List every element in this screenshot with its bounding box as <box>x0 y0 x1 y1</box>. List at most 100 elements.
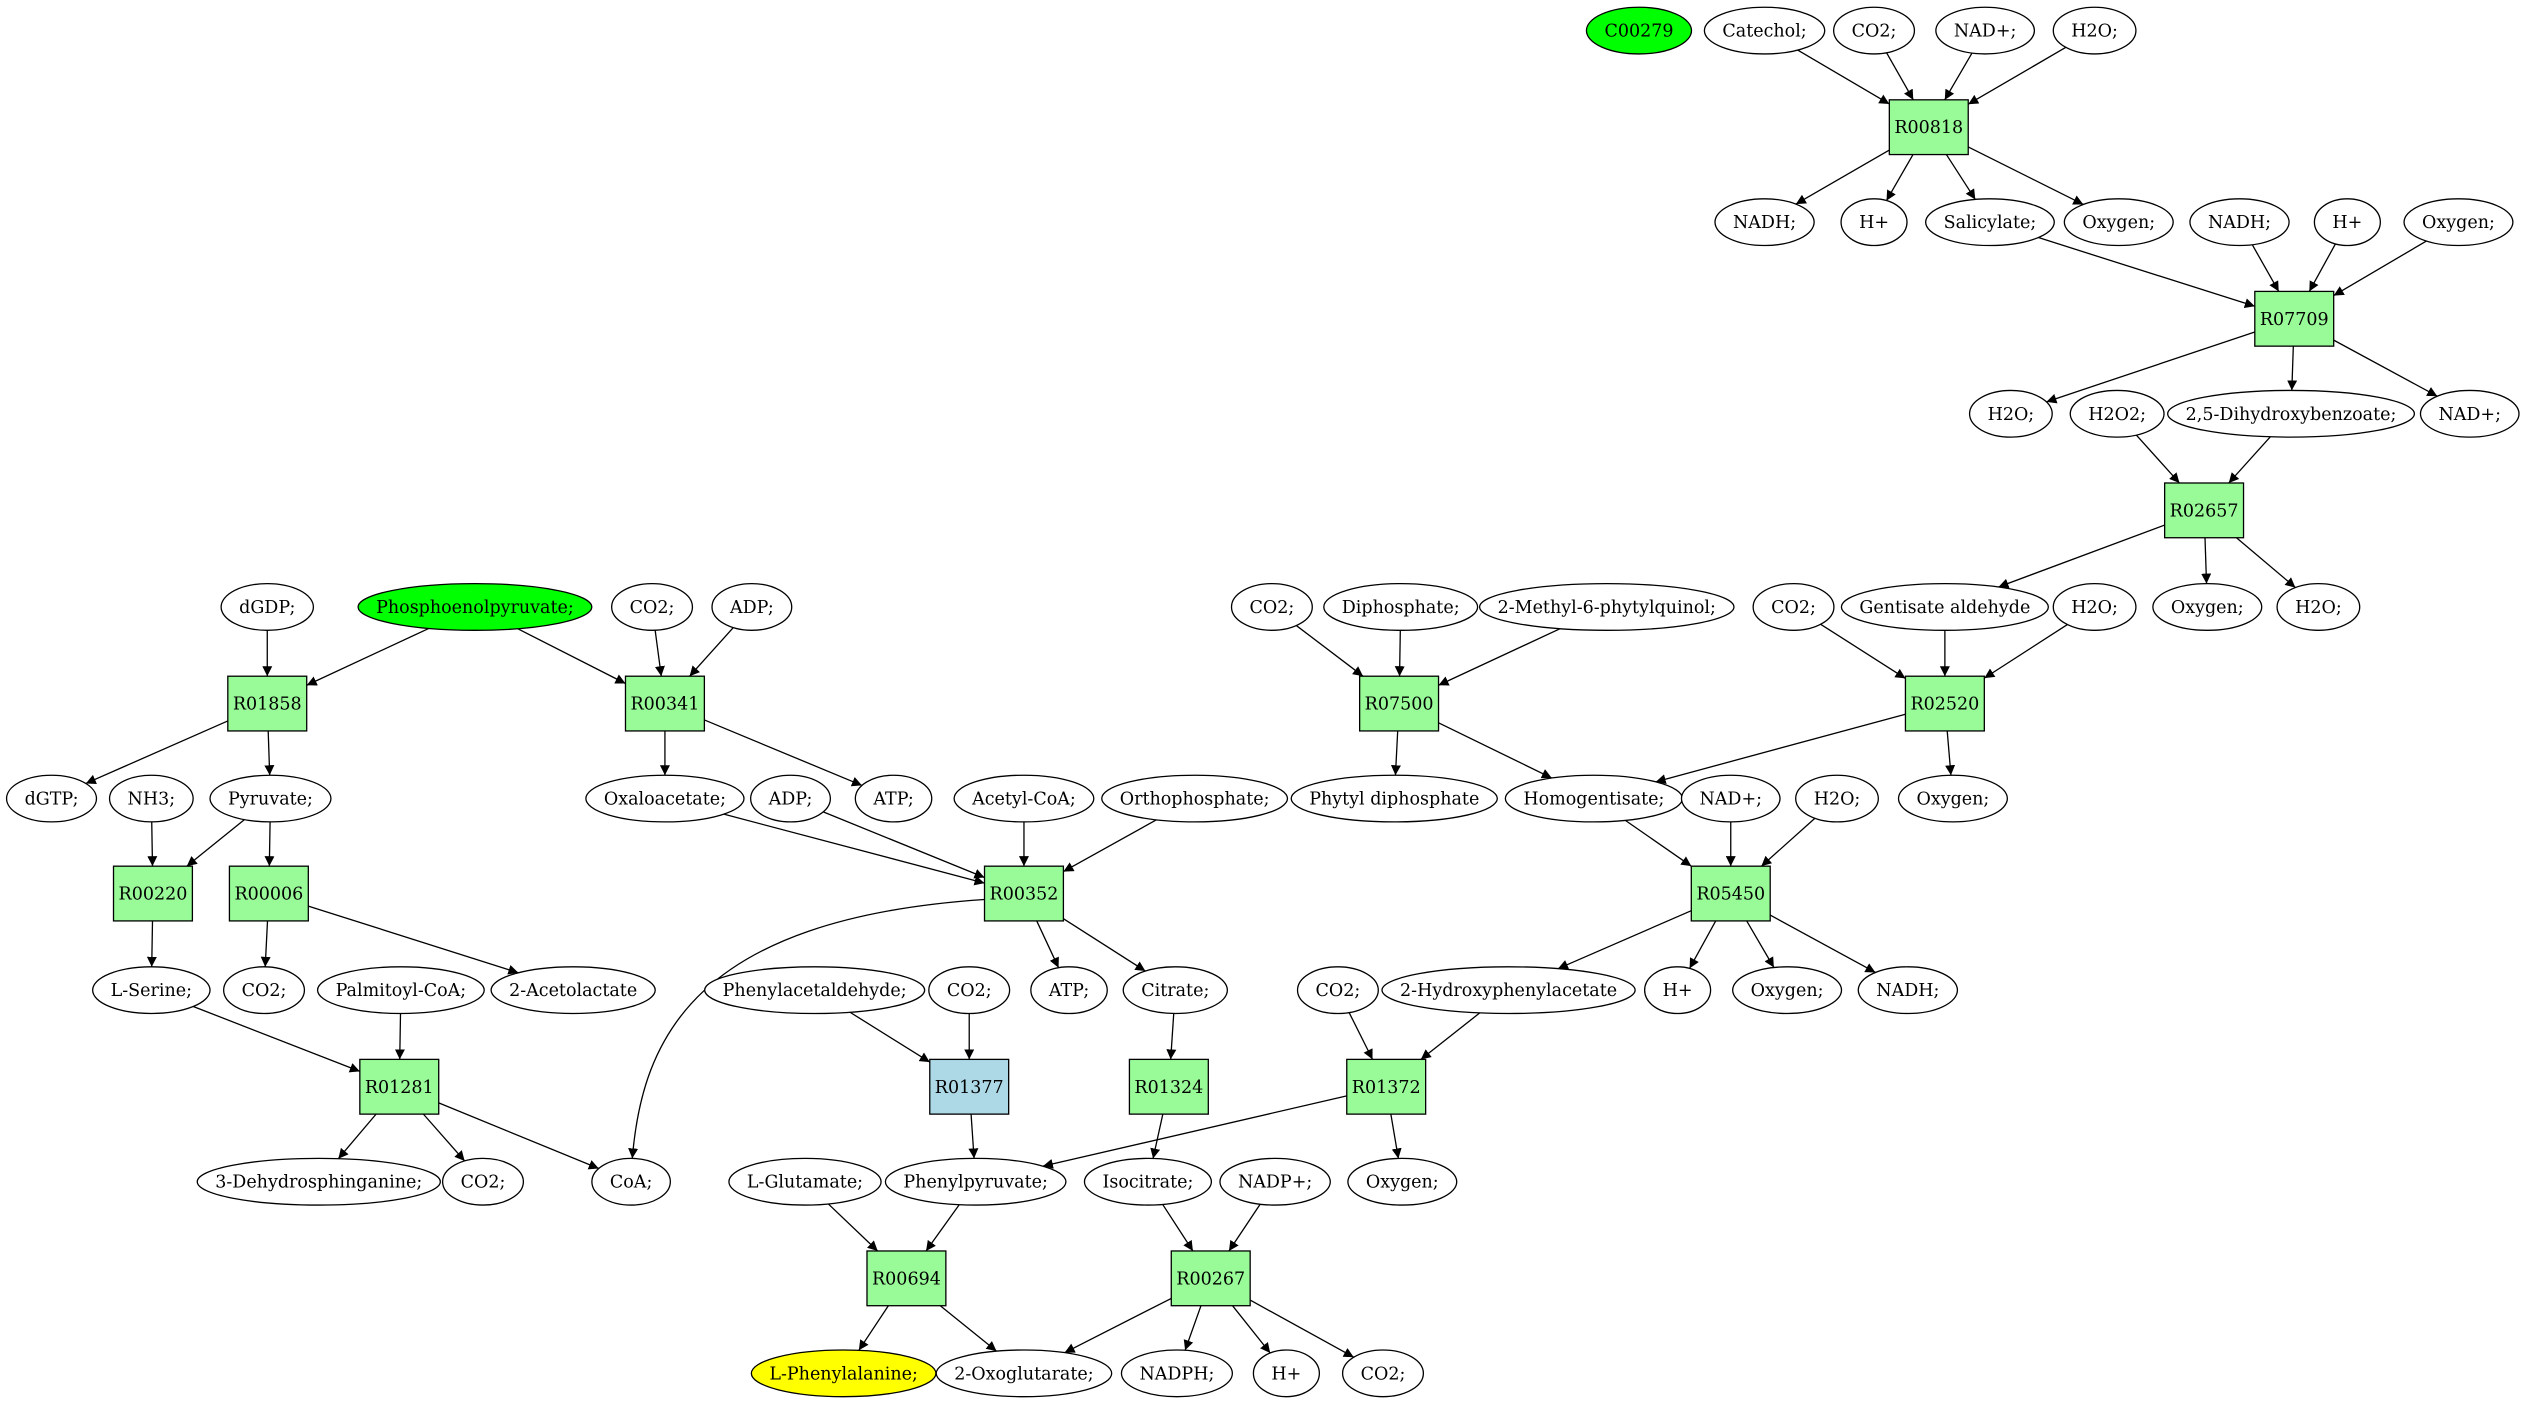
node-label: NAD+; <box>1954 22 2017 42</box>
node-label: H2O; <box>2071 22 2118 42</box>
compound-ellipse <box>711 582 793 631</box>
node-label: H+ <box>1663 981 1693 1001</box>
compound-node-hplus-b: H+ <box>2313 198 2381 247</box>
node-label: CO2; <box>1250 598 1295 618</box>
reaction-node-r00352: R00352 <box>983 865 1065 922</box>
node-label: Palmitoyl-CoA; <box>336 981 467 1001</box>
reaction-node-r00694: R00694 <box>866 1250 947 1307</box>
compound-ellipse <box>591 1157 672 1206</box>
compound-ellipse <box>490 966 656 1015</box>
compound-node-lglutamate: L-Glutamate; <box>728 1157 882 1206</box>
node-label: CO2; <box>630 598 675 618</box>
compound-node-oxygen-c: Oxygen; <box>2152 582 2263 631</box>
node-label: ADP; <box>768 790 813 810</box>
edge-r05450-to-oxygen-d <box>1746 920 1775 968</box>
node-label: R01377 <box>935 1078 1004 1098</box>
edge-nadh-b-to-r07709 <box>2251 244 2280 292</box>
compound-node-pyruvate: Pyruvate; <box>209 774 332 823</box>
compound-node-oxoglutarate: 2-Oxoglutarate; <box>935 1349 1113 1398</box>
compound-node-diphosphate: Diphosphate; <box>1323 582 1479 631</box>
compound-node-co2-r1372: CO2; <box>1296 966 1379 1015</box>
node-label: Orthophosphate; <box>1120 790 1270 810</box>
reaction-box <box>227 675 308 732</box>
edge-r01858-to-pyruvate <box>264 730 275 776</box>
compound-ellipse <box>1323 582 1479 631</box>
node-label: Oxygen; <box>2422 213 2495 233</box>
reaction-node-r00006: R00006 <box>228 865 309 922</box>
node-label: H+ <box>1859 213 1889 233</box>
reaction-box <box>624 675 706 732</box>
compound-node-atp-r341: ATP; <box>854 774 933 823</box>
edge-nadp-a-to-r00818 <box>1944 52 1973 101</box>
reaction-box <box>1888 99 1969 156</box>
compound-node-salicylate: Salicylate; <box>1924 198 2055 247</box>
node-label: R00818 <box>1894 118 1963 138</box>
node-label: 3-Dehydrosphinganine; <box>215 1173 422 1193</box>
node-label: Acetyl-CoA; <box>971 790 1076 810</box>
compound-ellipse <box>1585 6 1693 55</box>
node-label: R07500 <box>1365 695 1434 715</box>
compound-node-nadh-a: NADH; <box>1714 198 1815 247</box>
edge-salicylate-to-r07709 <box>2038 236 2256 308</box>
compound-node-h2o-d: H2O; <box>1795 774 1879 823</box>
edge-r01858-to-dgtp <box>85 720 229 785</box>
compound-node-acetolactate: 2-Acetolactate <box>490 966 656 1015</box>
node-label: NADP+; <box>1238 1173 1312 1193</box>
compound-ellipse <box>1122 966 1229 1015</box>
compound-ellipse <box>1752 582 1835 631</box>
compound-ellipse <box>1857 966 1959 1015</box>
node-label: Oxygen; <box>2082 213 2155 233</box>
compound-ellipse <box>750 774 832 823</box>
compound-ellipse <box>2052 582 2137 631</box>
compound-node-nadh-c: NADH; <box>1857 966 1959 1015</box>
node-label: 2-Oxoglutarate; <box>954 1364 1093 1384</box>
reaction-box <box>1346 1058 1427 1115</box>
reaction-box <box>983 865 1065 922</box>
reaction-node-r00220: R00220 <box>112 865 194 922</box>
edge-phenylpyruvate-to-r00694 <box>925 1204 960 1252</box>
reaction-node-r01858: R01858 <box>227 675 308 732</box>
compound-node-co2-r341: CO2; <box>611 582 694 631</box>
compound-node-phenylpyruvate: Phenylpyruvate; <box>884 1157 1067 1206</box>
reaction-box <box>866 1250 947 1307</box>
compound-ellipse <box>2152 582 2263 631</box>
edge-oxaloacetate-to-r00352 <box>723 813 985 886</box>
edge-pep-to-r00341 <box>517 628 626 685</box>
node-label: Oxygen; <box>2171 598 2244 618</box>
node-label: R02657 <box>2170 501 2239 521</box>
edge-r07500-to-homogentisate <box>1438 722 1553 779</box>
node-label: CO2; <box>242 981 287 1001</box>
edge-r00818-to-salicylate <box>1945 154 1976 200</box>
compound-node-h2o-a: H2O; <box>2052 6 2137 55</box>
compound-node-isocitrate: Isocitrate; <box>1083 1157 1213 1206</box>
reaction-node-r01324: R01324 <box>1128 1058 1209 1115</box>
edge-lglutamate-to-r00694 <box>827 1203 879 1252</box>
reaction-box <box>2254 290 2335 347</box>
compound-ellipse <box>5 774 98 823</box>
reaction-node-r01281: R01281 <box>359 1058 440 1115</box>
reaction-node-r01372: R01372 <box>1346 1058 1427 1115</box>
compound-node-co2-r2520: CO2; <box>1752 582 1835 631</box>
node-label: Gentisate aldehyde <box>1859 598 2030 618</box>
node-label: 2-Methyl-6-phytylquinol; <box>1498 598 1716 618</box>
edge-diphosphate-to-r07500 <box>1394 630 1405 677</box>
edge-r00267-to-hplus-d <box>1232 1305 1271 1354</box>
compound-node-co2-r7500: CO2; <box>1230 582 1313 631</box>
node-label: CoA; <box>610 1173 652 1193</box>
edge-r00818-to-oxygen-a <box>1967 146 2084 206</box>
compound-node-nadp-c: NAD+; <box>1680 774 1781 823</box>
edge-isocitrate-to-r00267 <box>1162 1204 1194 1252</box>
compound-ellipse <box>92 966 211 1015</box>
compound-node-adp-r341: ADP; <box>711 582 793 631</box>
compound-ellipse <box>1252 1349 1321 1398</box>
node-label: R00694 <box>872 1269 941 1289</box>
edge-r00694-to-lphe <box>858 1305 889 1351</box>
node-label: ADP; <box>729 598 774 618</box>
node-label: L-Serine; <box>111 981 192 1001</box>
compound-node-h2o-b: H2O; <box>1968 389 2053 438</box>
compound-node-oxygen-a: Oxygen; <box>2063 198 2174 247</box>
compound-ellipse <box>1680 774 1781 823</box>
compound-ellipse <box>1703 6 1826 55</box>
edge-pep-to-r01858 <box>306 627 430 686</box>
compound-ellipse <box>1832 6 1916 55</box>
